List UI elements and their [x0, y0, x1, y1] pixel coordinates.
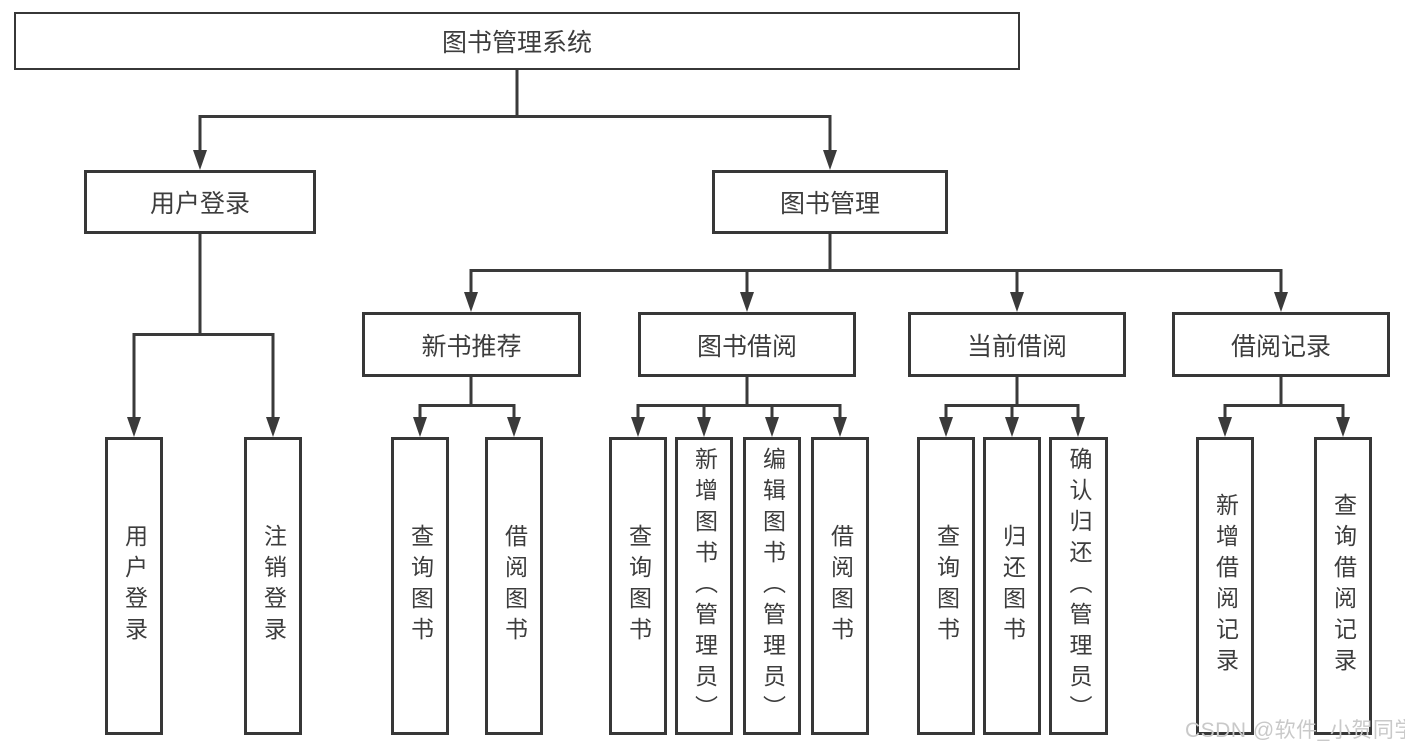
- leaf-query-books-borrow: 查询图书: [609, 437, 667, 735]
- arrowhead: [765, 417, 779, 437]
- node-book-management-label: 图书管理: [779, 190, 880, 218]
- node-current-borrow: 当前借阅: [908, 312, 1126, 377]
- leaf-logout-label: 注销登录: [260, 524, 287, 648]
- leaf-user-login-label: 用户登录: [121, 524, 148, 648]
- leaf-logout: 注销登录: [244, 437, 302, 735]
- arrowhead: [1274, 292, 1288, 312]
- leaf-borrow-books-borrow-label: 借阅图书: [827, 524, 854, 648]
- node-user-login-label: 用户登录: [149, 190, 250, 218]
- leaf-confirm-return-admin: 确认归还（管理员）: [1049, 437, 1108, 735]
- node-root: 图书管理系统: [14, 12, 1020, 70]
- arrowhead: [697, 417, 711, 437]
- node-book-borrow-label: 图书借阅: [696, 332, 797, 361]
- leaf-user-login: 用户登录: [105, 437, 163, 735]
- node-book-borrow: 图书借阅: [638, 312, 856, 377]
- arrowhead: [823, 150, 837, 170]
- leaf-add-book-admin-label: 新增图书（管理员）: [691, 446, 718, 726]
- node-current-borrow-label: 当前借阅: [966, 332, 1067, 361]
- leaf-query-books-recommend: 查询图书: [391, 437, 449, 735]
- node-new-book-recommend-label: 新书推荐: [421, 332, 522, 361]
- node-borrow-records: 借阅记录: [1172, 312, 1390, 377]
- leaf-borrow-books-borrow: 借阅图书: [811, 437, 869, 735]
- leaf-query-books-recommend-label: 查询图书: [407, 524, 434, 648]
- leaf-return-book-label: 归还图书: [999, 524, 1026, 648]
- arrowhead: [507, 417, 521, 437]
- arrowhead: [464, 292, 478, 312]
- leaf-return-book: 归还图书: [983, 437, 1041, 735]
- arrowhead: [1218, 417, 1232, 437]
- leaf-query-borrow-record: 查询借阅记录: [1314, 437, 1372, 735]
- leaf-query-books-current: 查询图书: [917, 437, 975, 735]
- leaf-confirm-return-admin-label: 确认归还（管理员）: [1066, 446, 1092, 726]
- leaf-add-borrow-record: 新增借阅记录: [1196, 437, 1254, 735]
- leaf-borrow-books-recommend: 借阅图书: [485, 437, 543, 735]
- leaf-query-borrow-record-label: 查询借阅记录: [1330, 493, 1357, 679]
- watermark: CSDN @软件_小贺同学: [1185, 719, 1405, 742]
- node-user-login: 用户登录: [84, 170, 316, 234]
- leaf-query-books-current-label: 查询图书: [933, 524, 960, 648]
- leaf-edit-book-admin-label: 编辑图书（管理员）: [759, 446, 786, 726]
- arrowhead: [631, 417, 645, 437]
- arrowhead: [1336, 417, 1350, 437]
- arrowhead: [266, 417, 280, 437]
- leaf-query-books-borrow-label: 查询图书: [625, 524, 652, 648]
- leaf-add-borrow-record-label: 新增借阅记录: [1212, 493, 1239, 679]
- node-book-management: 图书管理: [712, 170, 948, 234]
- arrowhead: [939, 417, 953, 437]
- node-borrow-records-label: 借阅记录: [1230, 332, 1331, 361]
- leaf-edit-book-admin: 编辑图书（管理员）: [743, 437, 801, 735]
- node-root-label: 图书管理系统: [441, 29, 592, 57]
- arrowhead: [127, 417, 141, 437]
- arrowhead: [1010, 292, 1024, 312]
- arrowhead: [193, 150, 207, 170]
- arrowhead: [1005, 417, 1019, 437]
- leaf-borrow-books-recommend-label: 借阅图书: [501, 524, 528, 648]
- arrowhead: [1071, 417, 1085, 437]
- arrowhead: [740, 292, 754, 312]
- arrowhead: [833, 417, 847, 437]
- arrowhead: [413, 417, 427, 437]
- leaf-add-book-admin: 新增图书（管理员）: [675, 437, 733, 735]
- node-new-book-recommend: 新书推荐: [362, 312, 581, 377]
